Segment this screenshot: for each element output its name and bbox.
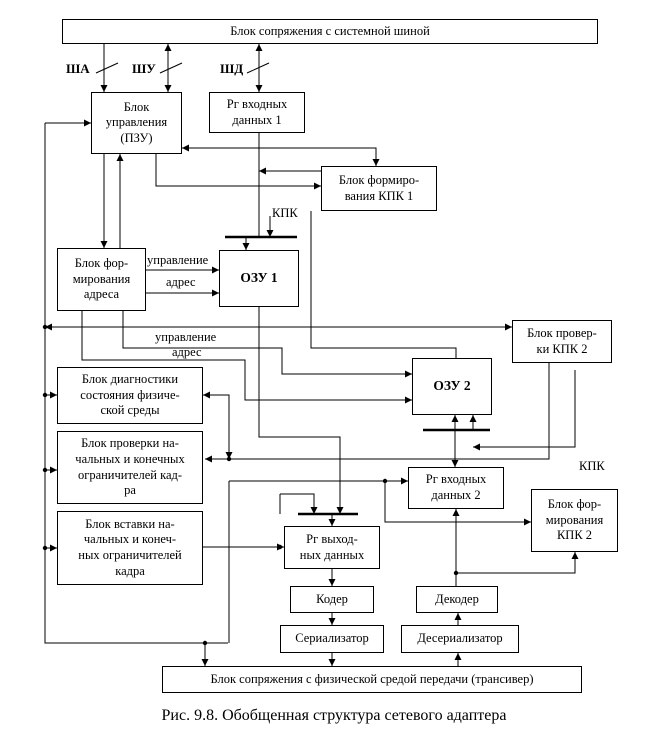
- wire-22: [122, 311, 412, 378]
- wire-8: [155, 154, 321, 190]
- frame-delimiter-insert-block: Блок вставки на- чальных и конеч- ных ог…: [57, 511, 203, 585]
- wire-34: [203, 391, 233, 459]
- control-unit-block: Блок управления (ПЗУ): [91, 92, 182, 154]
- junction-dot: [42, 324, 48, 330]
- address-label-ram1: адрес: [166, 275, 196, 289]
- junction-dot: [453, 570, 459, 576]
- system-bus-interface-block: Блок сопряжения с системной шиной: [62, 19, 598, 44]
- junction-dot: [202, 640, 208, 646]
- junction-dot: [382, 478, 388, 484]
- junction-dot: [42, 467, 48, 473]
- crc-generator-1-block: Блок формиро- вания КПК 1: [321, 166, 437, 211]
- address-label-ram2: адрес: [172, 345, 202, 359]
- control-label-ram2: управление: [155, 330, 217, 344]
- wire-6: [246, 62, 270, 74]
- wire-7: [182, 144, 380, 166]
- data-bus-label: ШД: [220, 61, 244, 76]
- wire-43: [280, 493, 318, 514]
- wire-40: [456, 552, 579, 574]
- wire-4: [95, 62, 119, 74]
- wire-29: [205, 363, 550, 463]
- crc-generator-2-block: Блок фор- мирования КПК 2: [531, 489, 618, 552]
- wire-18: [310, 211, 457, 358]
- wire-12: [44, 123, 228, 644]
- control-bus-label: ШУ: [132, 61, 156, 76]
- serializer-block: Сериализатор: [280, 625, 384, 653]
- junction-dot: [42, 545, 48, 551]
- crc-check-2-block: Блок провер- ки КПК 2: [512, 320, 612, 363]
- wire-24: [258, 307, 344, 514]
- address-generator-block: Блок фор- мирования адреса: [57, 248, 146, 311]
- junction-dot: [277, 544, 283, 550]
- ram-2-block: ОЗУ 2: [412, 358, 492, 415]
- decoder-block: Декодер: [416, 586, 498, 613]
- deserializer-block: Десериализатор: [401, 625, 519, 653]
- wire-30: [473, 370, 576, 451]
- encoder-block: Кодер: [290, 586, 374, 613]
- output-register-block: Рг выход- ных данных: [284, 526, 380, 569]
- input-register-1-block: Рг входных данных 1: [209, 92, 305, 133]
- control-label-ram1: управление: [147, 253, 209, 267]
- medium-diagnostics-block: Блок диагностики состояния физиче- ской …: [57, 367, 203, 424]
- junction-dot: [42, 392, 48, 398]
- input-register-2-block: Рг входных данных 2: [408, 467, 504, 509]
- physical-medium-interface-block: Блок сопряжения с физической средой пере…: [162, 666, 582, 693]
- ram-1-block: ОЗУ 1: [219, 250, 299, 307]
- crc-label-top: КПК: [272, 206, 298, 220]
- wire-23: [81, 311, 412, 404]
- figure-caption: Рис. 9.8. Обобщенная структура сетевого …: [161, 707, 507, 724]
- frame-delimiter-check-block: Блок проверки на- чальных и конечных огр…: [57, 431, 203, 504]
- address-bus-label: ША: [66, 61, 90, 76]
- wire-37: [384, 481, 531, 526]
- wire-5: [159, 62, 183, 74]
- crc-label-right: КПК: [579, 459, 605, 473]
